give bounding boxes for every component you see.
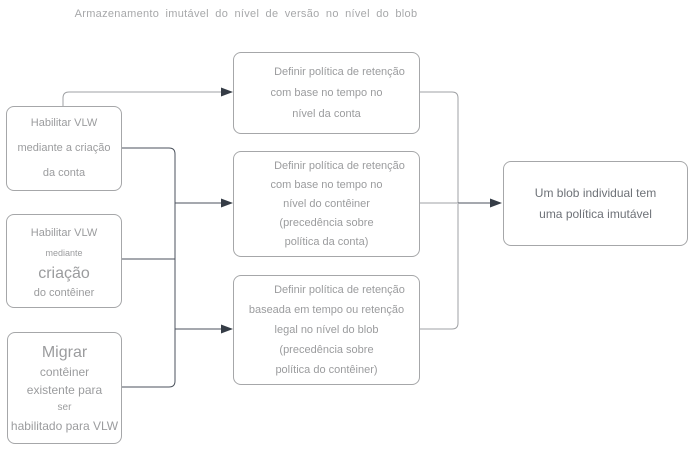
node-text-line: uma política imutável xyxy=(539,206,652,221)
node-text-line: legal no nível do blob xyxy=(274,324,379,336)
arrowhead-icon xyxy=(221,198,233,208)
node-retention-blob: Definir política de retenção baseada em … xyxy=(233,275,420,385)
node-text-line: (precedência sobre xyxy=(279,344,374,356)
node-text-line: da conta xyxy=(42,167,86,179)
node-text-line: com base no tempo no xyxy=(270,178,383,191)
node-text-line: Um blob individual tem xyxy=(534,185,657,200)
node-enable-vlw-account: Habilitar VLW mediante a criação da cont… xyxy=(6,106,122,191)
node-text-line: nível do contêiner xyxy=(283,197,370,210)
node-text-line: Definir política de retenção xyxy=(274,159,405,172)
node-text-line: Habilitar VLW xyxy=(30,226,98,239)
node-text-line: criação xyxy=(38,264,90,282)
node-enable-vlw-container: Habilitar VLW mediante criação do contêi… xyxy=(6,214,122,308)
node-text-line: Migrar xyxy=(41,343,88,361)
node-text-line: mediante xyxy=(45,247,83,258)
node-text-line: mediante a criação xyxy=(17,142,111,154)
node-text-line: existente para xyxy=(26,382,103,397)
diagram-title: Armazenamento imutável do nível de versã… xyxy=(74,8,418,20)
node-text-line: com base no tempo no xyxy=(270,86,383,99)
arrowhead-icon xyxy=(490,198,502,208)
node-text-line: ser xyxy=(57,401,72,413)
node-retention-account: Definir política de retenção com base no… xyxy=(233,52,420,134)
node-text-line: nível da conta xyxy=(292,107,361,120)
node-text-line: política da conta) xyxy=(284,235,369,248)
node-text-line: Habilitar VLW xyxy=(30,117,98,129)
node-text-line: Definir política de retenção xyxy=(274,65,405,78)
node-final-blob-policy: Um blob individual tem uma política imut… xyxy=(503,161,688,246)
node-text-line: habilitado para VLW xyxy=(10,418,119,433)
node-text-line: Definir política de retenção xyxy=(274,284,405,296)
arrowhead-icon xyxy=(221,87,233,97)
connector-retention-blob-to-trunk xyxy=(418,204,459,330)
node-text-line: política do contêiner) xyxy=(275,364,378,376)
connector-migrate-feeder xyxy=(120,380,176,388)
arrowhead-icon xyxy=(221,324,233,334)
node-text-line: contêiner xyxy=(39,364,90,379)
node-retention-container: Definir política de retenção com base no… xyxy=(233,151,420,257)
connector-account-feeder-trunk xyxy=(120,147,176,381)
node-text-line: do contêiner xyxy=(33,286,95,299)
connector-retention-account-to-trunk xyxy=(418,91,459,203)
node-text-line: (precedência sobre xyxy=(279,216,374,229)
node-migrate-container: Migrar contêiner existente para ser habi… xyxy=(7,332,122,444)
node-text-line: baseada em tempo ou retenção xyxy=(248,304,405,316)
connector-account-to-retention-account xyxy=(62,91,222,106)
